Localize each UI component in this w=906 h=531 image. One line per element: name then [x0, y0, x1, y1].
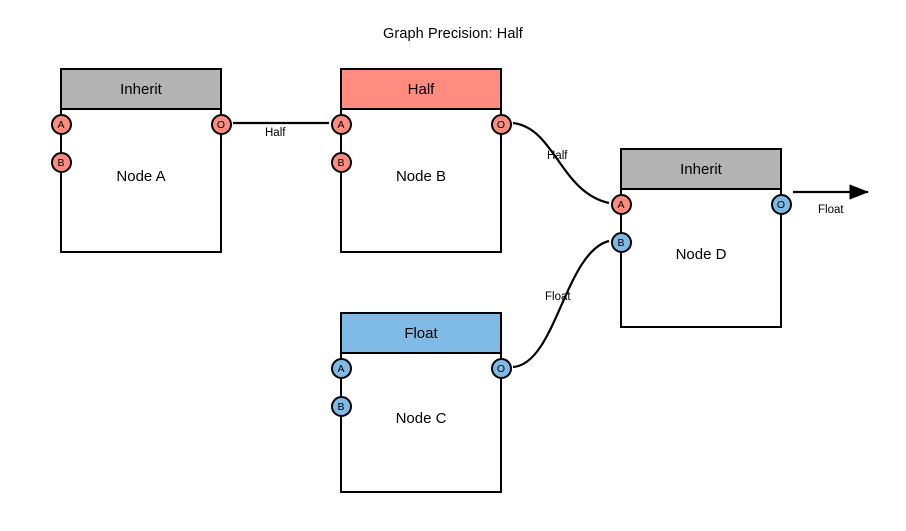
d-out-port[interactable]: O	[770, 194, 792, 215]
edge-c-to-d	[512, 239, 610, 369]
edge-b-to-d-label: Half	[547, 150, 568, 162]
node-c-body: Node C	[342, 354, 500, 491]
a-in-b-port[interactable]: B	[50, 152, 72, 173]
b-out-port[interactable]: O	[490, 114, 512, 135]
node-b-label: Node B	[395, 168, 447, 185]
node-d-header: Inherit	[622, 150, 780, 190]
edge-a-to-b-label: Half	[265, 127, 286, 139]
node-d-label: Node D	[675, 245, 727, 263]
c-in-b-port[interactable]: B	[330, 396, 352, 417]
node-d-body: Node D	[622, 190, 780, 326]
node-c-label: Node C	[395, 410, 447, 427]
b-in-a-port[interactable]: A	[330, 114, 352, 135]
d-in-a-port[interactable]: A	[610, 194, 632, 215]
node-c-header: Float	[342, 314, 500, 354]
b-in-b-port[interactable]: B	[330, 152, 352, 173]
edge-b-to-d	[512, 121, 610, 205]
page-title: Graph Precision: Half	[383, 26, 523, 42]
node-a-header: Inherit	[62, 70, 220, 110]
a-in-a-port[interactable]: A	[50, 114, 72, 135]
edge-c-to-d-label: Float	[545, 291, 571, 303]
d-in-b-port[interactable]: B	[610, 232, 632, 253]
a-out-port[interactable]: O	[210, 114, 232, 135]
node-a-label: Node A	[116, 168, 166, 185]
node-b-body: Node B	[342, 110, 500, 251]
node-b-header: Half	[342, 70, 500, 110]
node-a-body: Node A	[62, 110, 220, 251]
c-out-port[interactable]: O	[490, 358, 512, 379]
edge-d-output-label: Float	[818, 204, 844, 216]
c-in-a-port[interactable]: A	[330, 358, 352, 379]
